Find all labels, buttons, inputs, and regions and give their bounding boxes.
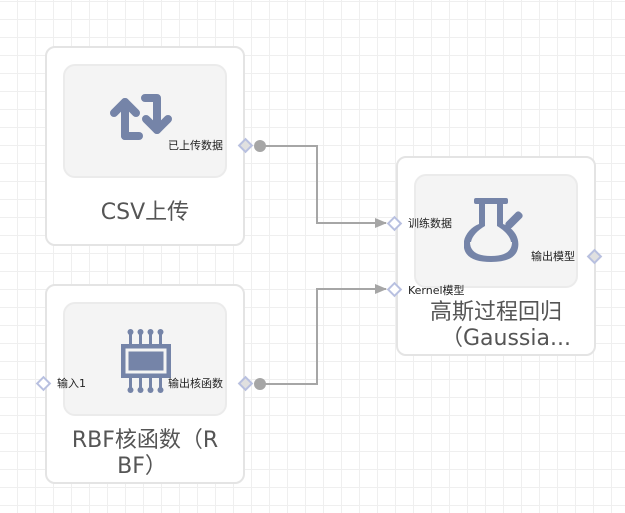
port-label-kernel-model: Kernel模型 [408,284,465,297]
edge-rbf-to-gaussian[interactable] [254,284,387,390]
node-gaussian-process-regression[interactable]: 高斯过程回归 （Gaussia... [396,156,596,356]
node-title: CSV上传 [100,200,190,225]
edge-source-dot[interactable] [254,140,266,152]
node-title-line-2: （Gaussia... [441,326,571,351]
node-icon-box [63,64,227,178]
port-label-training-data: 训练数据 [408,217,452,230]
port-label-output-kernel: 输出核函数 [168,377,223,390]
node-csv-upload[interactable]: CSV上传 [45,46,245,246]
node-icon-box [414,174,578,288]
port-label-output-model: 输出模型 [531,250,575,263]
chip-icon [121,329,171,393]
port-label-uploaded-data: 已上传数据 [168,139,223,152]
node-title-line-2: BF） [117,454,167,479]
edge-csv-to-gaussian[interactable] [254,140,387,228]
sync-arrows-icon [110,94,172,140]
port-label-input-1: 输入1 [57,377,86,390]
flask-icon [464,198,523,262]
node-title-line-1: RBF核函数（R [71,428,219,453]
node-title-line-1: 高斯过程回归 [429,300,562,325]
node-icon-box [63,302,227,416]
edge-source-dot[interactable] [254,378,266,390]
